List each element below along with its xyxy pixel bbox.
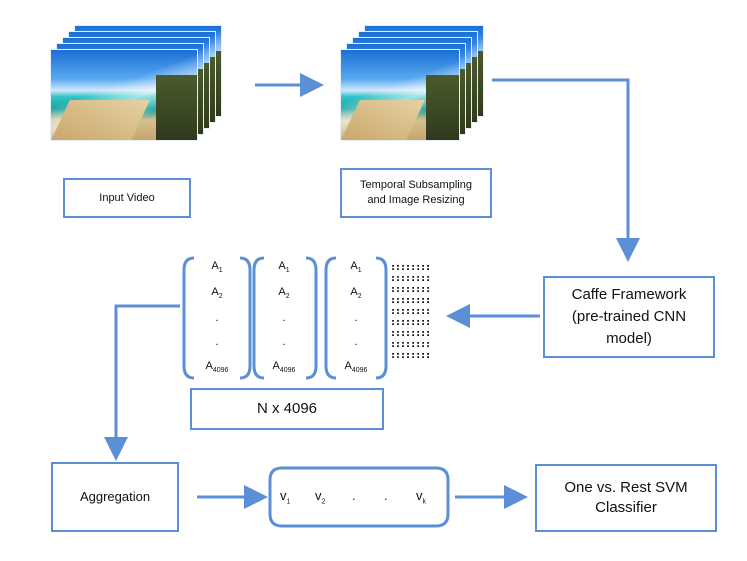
- feature-an-sub: 4096: [351, 367, 368, 375]
- n-x-4096-label: N x 4096: [256, 400, 318, 417]
- subsampled-frames: [340, 25, 520, 145]
- feature-dot1: .: [215, 312, 219, 324]
- input-video-frames: [50, 25, 230, 145]
- feature-an-sub: 4096: [212, 367, 229, 375]
- feature-brackets: [182, 256, 388, 380]
- feature-a1: A: [278, 260, 286, 272]
- more-columns-dots: ::::::::::::::::::::::::::::::::::::::::…: [390, 262, 431, 361]
- aggregation-box: Aggregation: [51, 462, 179, 532]
- caffe-line3: model): [606, 330, 652, 347]
- feature-a1-sub: 1: [218, 267, 223, 275]
- svm-line1: One vs. Rest SVM: [564, 479, 688, 496]
- feature-column-3: A1 A2 . . A4096: [338, 260, 374, 380]
- subsampled-frame-image: [340, 49, 460, 141]
- feature-a2-sub: 2: [218, 293, 223, 301]
- vector-v1: v: [280, 488, 287, 503]
- vector-brackets: [268, 466, 450, 528]
- temporal-subsampling-box: Temporal Subsampling and Image Resizing: [340, 168, 492, 218]
- feature-dot1: .: [282, 312, 286, 324]
- feature-dot1: .: [354, 312, 358, 324]
- caffe-framework-box: Caffe Framework (pre-trained CNN model): [543, 276, 715, 358]
- feature-a2: A: [211, 286, 219, 298]
- svm-line2: Classifier: [595, 499, 657, 516]
- feature-dot2: .: [354, 336, 358, 348]
- feature-a2: A: [350, 286, 358, 298]
- temporal-line2: and Image Resizing: [367, 194, 465, 206]
- vector-dot2: .: [384, 488, 388, 503]
- vector-v2: v: [315, 488, 322, 503]
- feature-a2-sub: 2: [357, 293, 362, 301]
- caffe-line2: (pre-trained CNN: [571, 308, 687, 325]
- feature-a1: A: [350, 260, 358, 272]
- feature-a2: A: [278, 286, 286, 298]
- svm-classifier-box: One vs. Rest SVM Classifier: [535, 464, 717, 532]
- arrow-subsample-to-caffe: [492, 78, 640, 262]
- feature-column-1: A1 A2 . . A4096: [199, 260, 235, 380]
- temporal-line1: Temporal Subsampling: [360, 179, 472, 191]
- feature-a1-sub: 1: [357, 267, 362, 275]
- feature-a2-sub: 2: [285, 293, 290, 301]
- input-video-box: Input Video: [63, 178, 191, 218]
- feature-a1: A: [211, 260, 219, 272]
- feature-an-sub: 4096: [279, 367, 296, 375]
- vector-v2-sub: 2: [321, 498, 326, 506]
- feature-dot2: .: [282, 336, 286, 348]
- aggregation-label: Aggregation: [79, 489, 151, 504]
- aggregated-vector: v1 v2 . . vk: [280, 488, 440, 510]
- vector-vk-sub: k: [422, 498, 427, 506]
- n-x-4096-box: N x 4096: [190, 388, 384, 430]
- feature-dot2: .: [215, 336, 219, 348]
- vector-v1-sub: 1: [286, 498, 291, 506]
- caffe-line1: Caffe Framework: [571, 286, 687, 303]
- feature-an: A: [272, 360, 280, 372]
- feature-column-2: A1 A2 . . A4096: [266, 260, 302, 380]
- feature-an: A: [344, 360, 352, 372]
- feature-a1-sub: 1: [285, 267, 290, 275]
- input-video-label: Input Video: [99, 191, 155, 204]
- arrow-features-to-aggregation: [104, 304, 180, 461]
- vector-vk: v: [416, 488, 423, 503]
- video-frame-image: [50, 49, 198, 141]
- feature-an: A: [205, 360, 213, 372]
- vector-dot1: .: [352, 488, 356, 503]
